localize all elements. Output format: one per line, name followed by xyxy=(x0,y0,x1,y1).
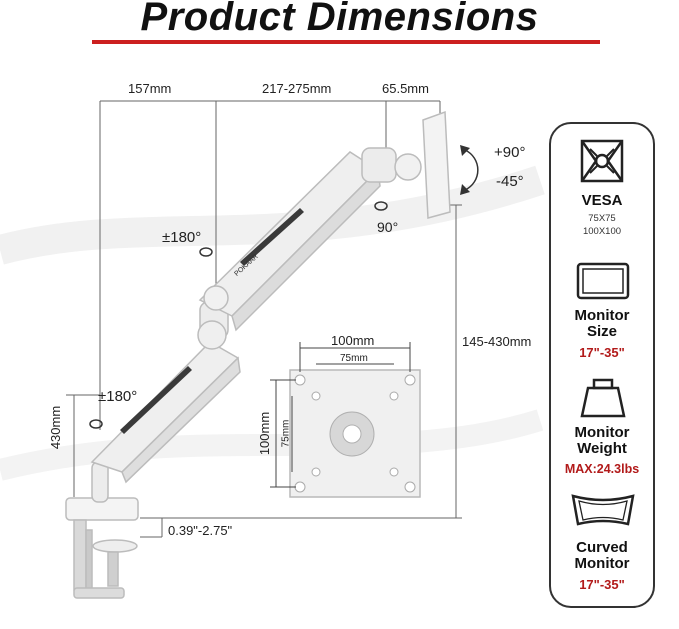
page-title: Product Dimensions xyxy=(140,0,539,39)
vesa-icon xyxy=(580,139,624,183)
title-underline xyxy=(92,40,600,44)
swivel-upper-label: ±180° xyxy=(162,229,202,246)
dim-217-275: 217-275mm xyxy=(262,81,332,96)
spec-curved-value: 17"-35" xyxy=(579,577,625,592)
monitor-size-icon xyxy=(576,262,630,300)
weight-icon xyxy=(580,378,626,418)
vesa-outer-height: 100mm xyxy=(257,411,273,456)
swivel-lower-label: ±180° xyxy=(98,388,138,405)
spec-vesa-sub-2: 100X100 xyxy=(582,226,622,237)
vesa-inner-width: 75mm xyxy=(340,353,368,364)
tilt-up-label: +90° xyxy=(494,144,526,161)
height-range-label: 145-430mm xyxy=(462,334,532,349)
spec-monitor-weight-value: MAX:24.3lbs xyxy=(564,462,640,476)
dim-65-5: 65.5mm xyxy=(382,81,429,96)
arm-illustration xyxy=(65,110,451,599)
top-dimension-lines xyxy=(66,100,462,538)
dim-157: 157mm xyxy=(128,81,172,96)
spec-vesa-sub-1: 75X75 xyxy=(588,213,616,224)
vesa-dimension-lines xyxy=(270,342,411,488)
rotate-90-label: 90° xyxy=(377,219,399,235)
clamp-range-label: 0.39"-2.75" xyxy=(168,523,233,538)
tilt-down-label: -45° xyxy=(496,173,524,190)
spec-vesa-title: VESA xyxy=(581,192,623,209)
rotation-arrows xyxy=(89,149,479,429)
vesa-plate-drawing xyxy=(289,369,421,498)
vesa-inner-height: 75mm xyxy=(280,419,292,448)
spec-panel xyxy=(549,122,655,608)
spec-monitor-size-value: 17"-35" xyxy=(579,345,625,360)
height-total-label: 430mm xyxy=(48,405,64,450)
curved-monitor-icon xyxy=(571,494,635,526)
vesa-outer-width: 100mm xyxy=(331,333,375,348)
